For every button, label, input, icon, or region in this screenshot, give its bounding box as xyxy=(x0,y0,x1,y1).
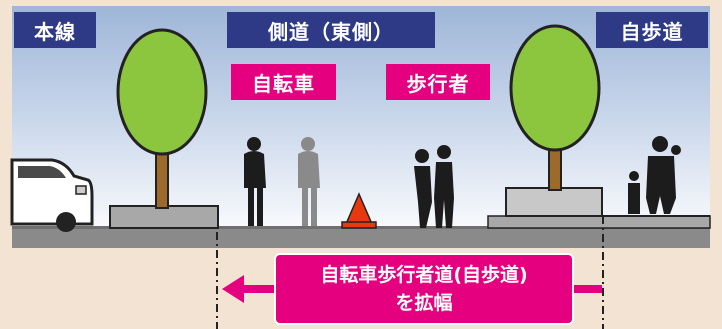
pedestrian-icon xyxy=(414,145,454,228)
road-surface xyxy=(12,228,710,248)
widening-callout: 自転車歩行者道(自歩道) を拡幅 xyxy=(274,253,574,325)
tree-icon xyxy=(116,28,208,209)
tree-icon xyxy=(509,24,601,191)
sidewalk-step xyxy=(487,215,711,229)
car-icon xyxy=(10,158,94,232)
callout-line-1: 自転車歩行者道(自歩道) xyxy=(320,264,528,286)
arrow-left-icon xyxy=(222,275,602,303)
callout-line-2: を拡幅 xyxy=(395,292,453,314)
label-side-road: 側道（東側） xyxy=(227,12,435,48)
label-bicycle: 自転車 xyxy=(231,64,336,100)
label-main-road: 本線 xyxy=(14,12,96,48)
label-sidewalk: 自歩道 xyxy=(596,12,708,48)
pedestrian-icon xyxy=(628,136,681,214)
median-curb xyxy=(109,205,219,229)
cyclist-icon xyxy=(298,137,320,226)
planter-box xyxy=(505,187,603,217)
cyclist-icon xyxy=(244,137,266,226)
label-pedestrian: 歩行者 xyxy=(386,64,490,100)
traffic-cone-icon xyxy=(341,192,377,229)
